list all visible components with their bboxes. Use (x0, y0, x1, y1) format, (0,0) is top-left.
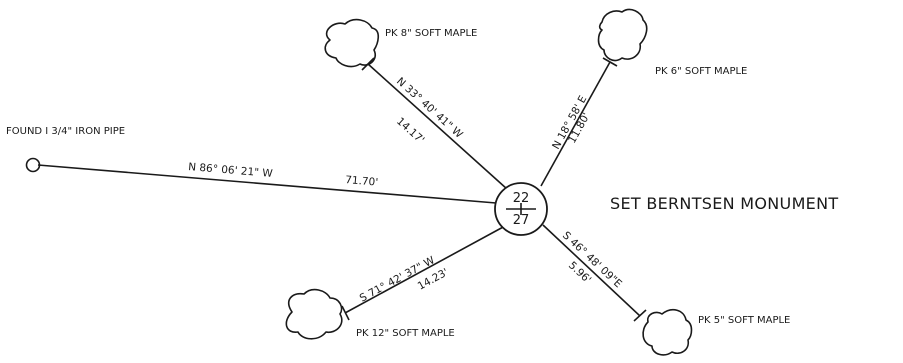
monument-top-number: 22 (513, 191, 530, 206)
tree-sw-icon (285, 288, 343, 340)
diagram-title: SET BERNTSEN MONUMENT (610, 194, 838, 213)
sw-maple-label: PK 12" SOFT MAPLE (356, 328, 455, 339)
tree-se-icon (642, 308, 693, 356)
monument-symbol: 22 27 (494, 182, 548, 236)
tie-line-nw-maple (367, 63, 508, 190)
nw-maple-label: PK 8" SOFT MAPLE (385, 28, 477, 39)
tie-line-ne-maple (540, 61, 611, 187)
se-maple-bearing: S 46° 48' 09"E (560, 229, 624, 290)
se-maple-label: PK 5" SOFT MAPLE (698, 315, 790, 326)
tree-nw-icon (324, 18, 380, 68)
tie-line-sw-maple (344, 225, 506, 314)
iron-pipe-bearing: N 86° 06' 21" W (188, 161, 274, 180)
iron-pipe-label: FOUND I 3/4" IRON PIPE (6, 126, 125, 137)
iron-pipe-distance: 71.70' (345, 174, 379, 189)
tie-line-iron-pipe (37, 164, 497, 204)
tick-ne (602, 57, 618, 67)
monument-bottom-number: 27 (513, 213, 530, 228)
ne-maple-label: PK 6" SOFT MAPLE (655, 66, 747, 77)
tick-sw (341, 305, 350, 321)
tick-se (633, 309, 647, 322)
nw-maple-distance: 14.17' (394, 115, 427, 146)
tie-line-se-maple (542, 224, 641, 317)
tree-ne-icon (597, 8, 648, 62)
iron-pipe-icon (25, 157, 41, 173)
